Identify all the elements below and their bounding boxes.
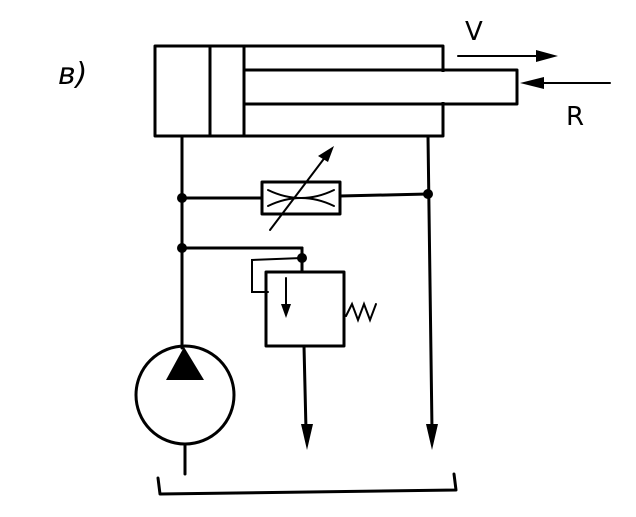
pressure-relief-valve <box>180 246 377 450</box>
relief-pilot-line <box>251 257 303 293</box>
piston-rod <box>242 68 519 106</box>
load-arrowhead <box>520 77 544 89</box>
relief-internal-arrowhead <box>281 304 291 318</box>
figure-label: в) <box>58 57 87 92</box>
velocity-arrowhead <box>536 50 558 62</box>
throttle-restriction-bottom <box>267 197 335 207</box>
pump-flow-triangle <box>166 347 204 380</box>
return-line-right <box>426 134 434 432</box>
hydraulic-cylinder <box>153 44 519 138</box>
throttle-restriction-top <box>267 189 335 199</box>
velocity-indicator: V <box>457 17 558 62</box>
return-arrowhead-right <box>426 424 438 450</box>
relief-drain-arrowhead <box>301 424 313 450</box>
relief-valve-body <box>264 270 346 348</box>
adjustment-arrowhead <box>318 146 334 162</box>
velocity-label: V <box>465 17 483 47</box>
adjustment-arrow-line <box>269 155 327 231</box>
junction-throttle-right <box>423 189 433 199</box>
junction-relief-branch <box>177 243 187 253</box>
hydraulic-pump <box>134 344 236 476</box>
load-label: R <box>566 102 584 132</box>
relief-spring <box>345 301 377 323</box>
throttle-pipe-right <box>338 192 430 198</box>
relief-drain-line <box>302 344 308 432</box>
rod-gap-mask <box>440 72 446 102</box>
tank <box>156 472 458 496</box>
adjustable-throttle <box>180 146 430 231</box>
throttle-body <box>260 180 342 216</box>
cylinder-barrel <box>153 44 445 138</box>
junction-throttle-left <box>177 193 187 203</box>
load-indicator: R <box>520 77 611 132</box>
